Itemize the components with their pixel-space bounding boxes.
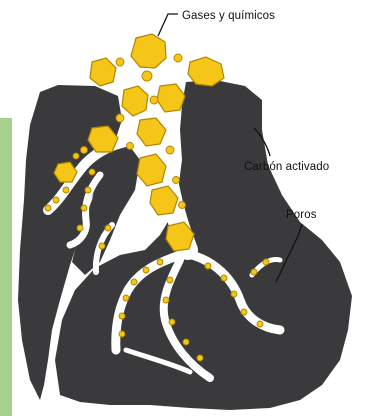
gas-particle bbox=[90, 58, 116, 86]
gases-leader-line bbox=[158, 14, 178, 36]
gas-particle bbox=[251, 269, 257, 275]
gas-particle bbox=[179, 202, 186, 209]
gases-label: Gases y químicos bbox=[182, 10, 275, 22]
gas-particle bbox=[99, 243, 105, 249]
gas-particle bbox=[77, 225, 83, 231]
gas-particle bbox=[150, 96, 158, 104]
side-bar bbox=[0, 118, 12, 416]
gas-particle bbox=[183, 339, 189, 345]
gas-particle bbox=[45, 205, 51, 211]
gas-particle bbox=[81, 147, 88, 154]
gas-particle bbox=[81, 205, 87, 211]
gas-particle bbox=[131, 279, 137, 285]
gas-particle bbox=[116, 114, 124, 122]
gas-particle bbox=[85, 187, 91, 193]
gas-particle bbox=[231, 291, 237, 297]
gas-particle bbox=[127, 143, 134, 150]
gas-particle bbox=[122, 86, 148, 116]
gas-particle bbox=[167, 277, 173, 283]
gas-particle bbox=[188, 57, 224, 86]
gas-particle bbox=[119, 331, 125, 337]
gas-particle bbox=[205, 263, 211, 269]
gas-particle bbox=[89, 169, 95, 175]
gas-particle bbox=[163, 297, 169, 303]
pores-label: Poros bbox=[286, 209, 317, 221]
gas-particle bbox=[73, 153, 79, 159]
gas-particle bbox=[257, 321, 263, 327]
gas-particle bbox=[169, 319, 175, 325]
gas-particle bbox=[166, 146, 174, 154]
gas-particle bbox=[221, 275, 227, 281]
gas-particle bbox=[157, 259, 163, 265]
gas-particle bbox=[157, 84, 185, 112]
gas-particle bbox=[63, 187, 69, 193]
gas-particle bbox=[119, 313, 125, 319]
gas-particle bbox=[263, 259, 269, 265]
gas-particle bbox=[241, 309, 247, 315]
gas-particle bbox=[173, 177, 180, 184]
gas-particle bbox=[143, 267, 149, 273]
gas-particle bbox=[174, 54, 182, 62]
gas-particle bbox=[116, 58, 124, 66]
gas-particle bbox=[123, 295, 129, 301]
gas-particle bbox=[105, 225, 111, 231]
gas-particle bbox=[131, 34, 166, 68]
carbon-label: Carbón activado bbox=[244, 161, 329, 173]
gas-particle bbox=[142, 71, 152, 81]
gas-particle bbox=[197, 355, 203, 361]
gas-particle bbox=[53, 197, 59, 203]
